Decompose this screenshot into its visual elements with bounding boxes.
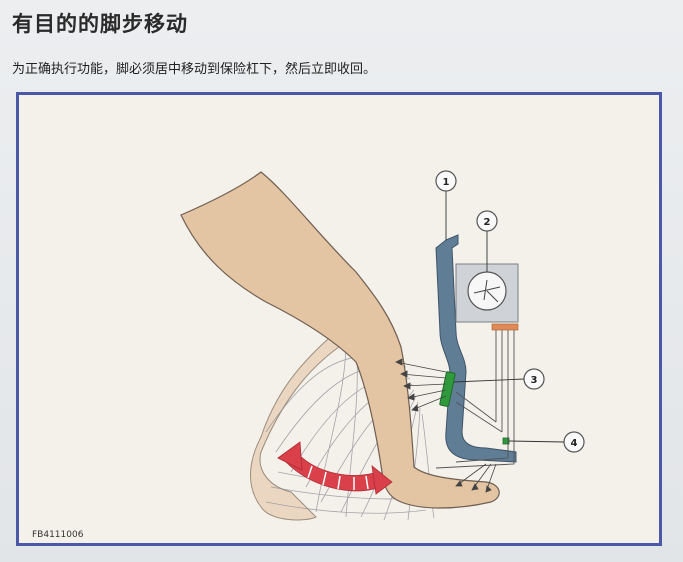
callout-3: 3 xyxy=(523,368,545,390)
svg-text:3: 3 xyxy=(531,375,538,386)
bumper-profile xyxy=(435,234,517,463)
callout-1: 1 xyxy=(435,170,457,192)
diagram-svg: 1 2 3 4 xyxy=(16,92,662,546)
sensor-strip xyxy=(439,371,456,407)
figure-code: FB4111006 xyxy=(32,530,84,540)
wiring xyxy=(435,330,515,469)
field-arrows xyxy=(395,358,497,493)
svg-text:2: 2 xyxy=(484,217,491,228)
callout-4: 4 xyxy=(563,431,585,453)
svg-text:4: 4 xyxy=(571,438,578,449)
page-subtitle: 为正确执行功能，脚必须居中移动到保险杠下，然后立即收回。 xyxy=(12,62,377,77)
page-title: 有目的的脚步移动 xyxy=(12,12,188,36)
control-unit-box xyxy=(455,263,519,331)
leg-silhouette xyxy=(180,171,500,509)
svg-text:1: 1 xyxy=(443,177,450,188)
curved-double-arrow xyxy=(277,441,393,495)
diagram-figure: 1 2 3 4 FB4111006 xyxy=(16,92,662,546)
callout-leaders xyxy=(445,190,565,443)
callout-2: 2 xyxy=(476,210,498,232)
